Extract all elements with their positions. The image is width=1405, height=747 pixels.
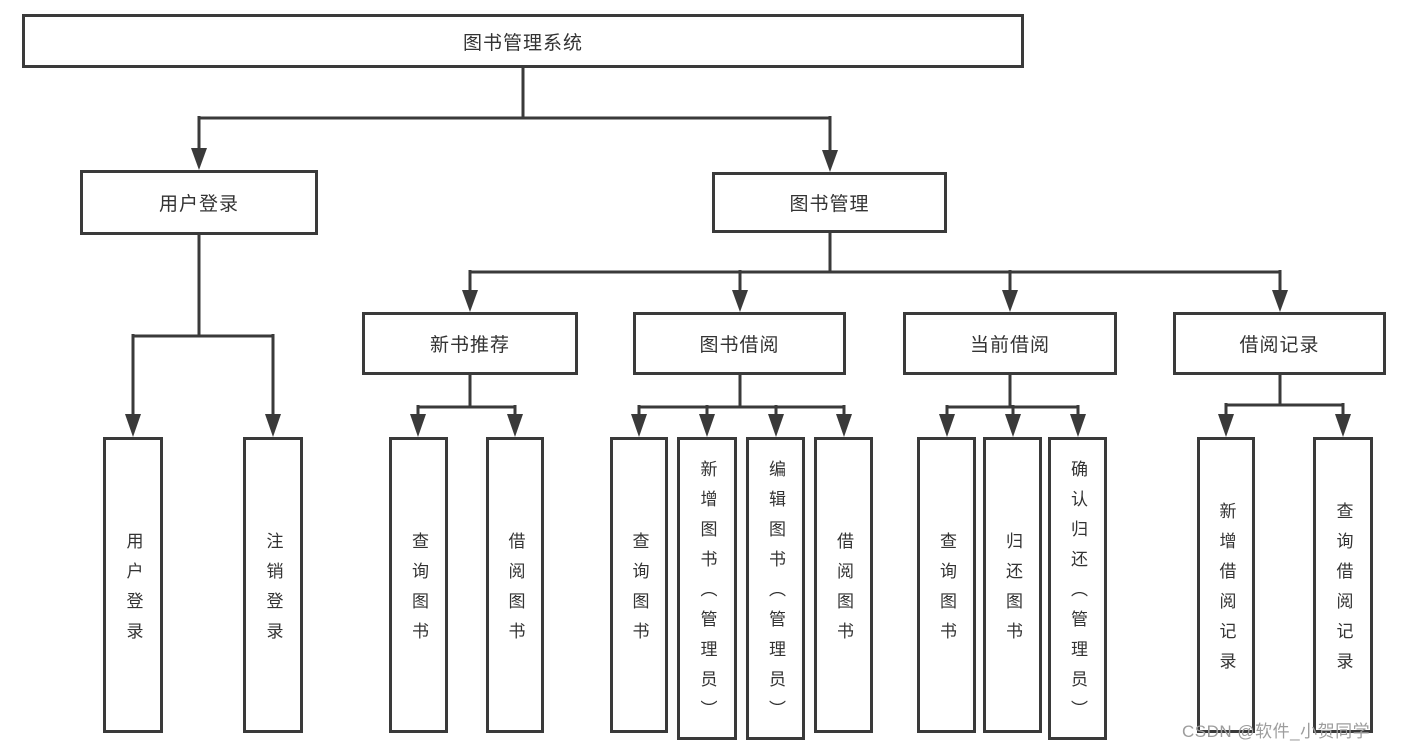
connector-user-login-to-leaves [125,235,281,437]
connector-borrow-records-to-leaves [1218,375,1351,437]
csdn-watermark: CSDN @软件_小贺同学 [1182,722,1371,741]
arrowhead-icon [836,414,852,437]
node-label: 借阅记录 [1239,335,1320,356]
node-new-book-recommend: 新书推荐 [362,312,578,375]
leaf-borrow-books-recommend: 借阅图书 [486,437,544,733]
leaf-add-book-admin: 新增图书（管理员） [677,437,737,740]
node-root-library-management-system: 图书管理系统 [22,14,1024,68]
node-book-borrowing: 图书借阅 [633,312,846,375]
node-label: 图书管理系统 [462,32,583,54]
node-label: 新增借阅记录 [1216,501,1236,682]
node-label: 查询图书 [409,531,428,652]
arrowhead-icon [939,414,955,437]
leaf-add-borrow-record: 新增借阅记录 [1197,437,1255,733]
arrowhead-icon [699,414,715,437]
node-label: 归还图书 [1003,531,1022,652]
node-borrow-records: 借阅记录 [1173,312,1386,375]
arrowhead-icon [1002,290,1018,312]
leaf-query-books-recommend: 查询图书 [389,437,448,733]
node-label: 图书借阅 [699,335,780,356]
leaf-logout: 注销登录 [243,437,303,733]
leaf-query-books-current: 查询图书 [917,437,976,733]
node-user-login: 用户登录 [80,170,318,235]
node-label: 新书推荐 [429,335,510,356]
node-label: 借阅图书 [834,531,853,652]
node-current-borrowing: 当前借阅 [903,312,1117,375]
leaf-user-login: 用户登录 [103,437,163,733]
leaf-return-book: 归还图书 [983,437,1042,733]
node-label: 编辑图书（管理员） [766,460,785,730]
node-label: 新增图书（管理员） [697,460,717,730]
arrowhead-icon [191,148,207,170]
connector-new-book-recommend-to-leaves [410,375,523,437]
arrowhead-icon [1335,414,1351,437]
leaf-edit-book-admin: 编辑图书（管理员） [746,437,805,740]
node-label: 注销登录 [263,531,283,652]
node-label: 用户登录 [158,194,239,215]
arrowhead-icon [822,150,838,172]
arrowhead-icon [732,290,748,312]
arrowhead-icon [768,414,784,437]
arrowhead-icon [1218,414,1234,437]
node-label: 借阅图书 [505,531,525,652]
node-label: 查询借阅记录 [1333,501,1353,682]
leaf-query-borrow-record: 查询借阅记录 [1313,437,1373,733]
arrowhead-icon [410,414,426,437]
node-book-management: 图书管理 [712,172,947,233]
arrowhead-icon [265,414,281,437]
arrowhead-icon [1005,414,1021,437]
node-label: 确认归还（管理员） [1068,460,1087,730]
connector-book-management-to-level3 [462,233,1288,312]
node-label: 查询图书 [629,531,649,652]
arrowhead-icon [1272,290,1288,312]
arrowhead-icon [631,414,647,437]
leaf-borrow-books-borrowing: 借阅图书 [814,437,873,733]
node-label: 用户登录 [123,531,143,652]
connector-root-to-level2 [191,68,838,172]
arrowhead-icon [125,414,141,437]
arrowhead-icon [462,290,478,312]
node-label: 图书管理 [789,194,870,215]
connector-current-borrowing-to-leaves [939,375,1086,437]
arrowhead-icon [507,414,523,437]
arrowhead-icon [1070,414,1086,437]
node-label: 当前借阅 [969,335,1050,356]
node-label: 查询图书 [937,531,956,652]
connector-book-borrowing-to-leaves [631,375,852,437]
leaf-query-books-borrowing: 查询图书 [610,437,668,733]
leaf-confirm-return-admin: 确认归还（管理员） [1048,437,1107,740]
